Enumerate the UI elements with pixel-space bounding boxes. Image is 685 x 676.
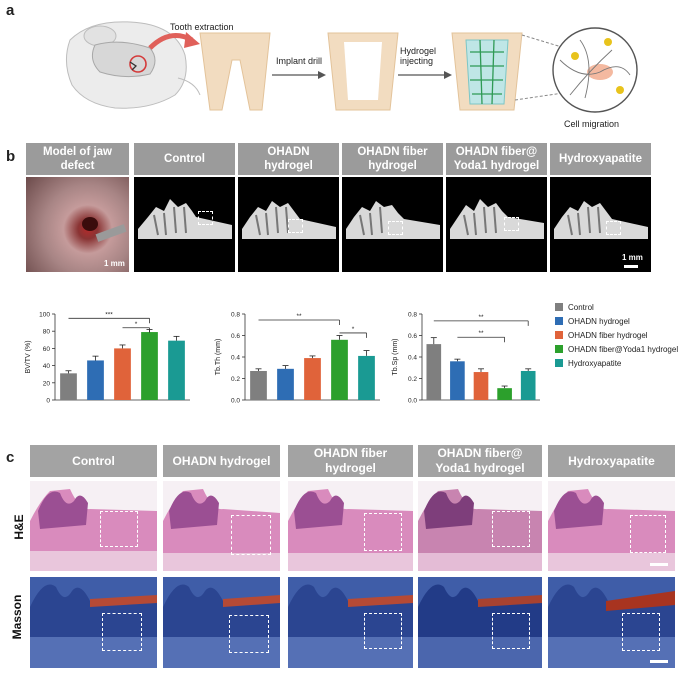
bar [168, 340, 185, 400]
y-axis-label: Tb.Th (mm) [215, 339, 222, 376]
bar [497, 388, 512, 400]
y-axis-label: BV/TV (%) [25, 340, 32, 373]
legend-label: Hydroxyapatite [568, 358, 622, 368]
significance-label: ** [478, 314, 484, 321]
masson-image-hydroxyapatite [548, 577, 675, 668]
hist-header-ohadn-hydrogel: OHADN hydrogel [163, 445, 280, 477]
bar [114, 348, 131, 400]
panel-label-b: b [6, 148, 16, 165]
legend-item: OHADN fiber@Yoda1 hydrogel [555, 342, 678, 356]
bar [331, 339, 348, 400]
legend-label: Control [568, 302, 594, 312]
hist-header-ohadn-fiber-yoda1: OHADN fiber@ Yoda1 hydrogel [418, 445, 542, 477]
y-tick-label: 0.0 [408, 398, 417, 405]
y-tick-label: 0.2 [231, 376, 240, 383]
significance-label: *** [105, 311, 113, 318]
legend-item: Control [555, 300, 678, 314]
hist-header-hydroxyapatite: Hydroxyapatite [548, 445, 675, 477]
hist-header-control: Control [30, 445, 157, 477]
cell-migration-illustration [552, 27, 638, 113]
bar [473, 372, 489, 400]
label-implant-drill: Implant drill [276, 56, 323, 66]
jaw-defect-photo: 1 mm [26, 177, 129, 272]
label-tooth-extraction: Tooth extraction [170, 22, 234, 32]
hist-header-ohadn-fiber: OHADN fiber hydrogel [288, 445, 413, 477]
he-image-ohadn-hydrogel [163, 481, 280, 571]
y-tick-label: 0.4 [231, 355, 240, 362]
bar [304, 358, 321, 400]
label-hydrogel-injecting: Hydrogel injecting [400, 46, 437, 66]
panel-label-c: c [6, 449, 15, 466]
panel-label-a: a [6, 2, 15, 19]
y-tick-label: 0.6 [408, 333, 417, 340]
masson-image-ohadn-fiber-yoda1 [418, 577, 542, 668]
bar [277, 368, 294, 400]
y-tick-label: 0.8 [408, 312, 417, 319]
ct-image-hydroxyapatite: 1 mm [550, 177, 651, 272]
bar [426, 344, 442, 400]
bar [141, 332, 158, 400]
header-ohadn-hydrogel: OHADN hydrogel [238, 143, 339, 175]
y-tick-label: 60 [43, 346, 51, 353]
bar [60, 373, 77, 400]
significance-label: ** [478, 330, 484, 337]
scale-bar [624, 265, 638, 268]
ct-image-ohadn-hydrogel [238, 177, 339, 272]
scale-bar [650, 660, 668, 663]
header-ohadn-fiber: OHADN fiber hydrogel [342, 143, 443, 175]
he-image-ohadn-fiber-yoda1 [418, 481, 542, 571]
legend-label: OHADN hydrogel [568, 316, 630, 326]
legend: Control OHADN hydrogel OHADN fiber hydro… [555, 300, 678, 370]
tooth-socket-1 [199, 32, 271, 111]
he-image-hydroxyapatite [548, 481, 675, 571]
masson-image-ohadn-fiber [288, 577, 413, 668]
tooth-socket-hydrogel [451, 32, 523, 111]
bar [87, 360, 104, 400]
y-tick-label: 0.6 [231, 333, 240, 340]
y-tick-label: 0 [46, 398, 50, 405]
significance-label: * [352, 326, 355, 333]
legend-item: Hydroxyapatite [555, 356, 678, 370]
y-tick-label: 40 [43, 363, 51, 370]
ct-image-control [134, 177, 235, 272]
bar [358, 355, 375, 400]
bar [520, 370, 536, 400]
surgery-schematic [66, 21, 638, 113]
y-tick-label: 20 [43, 380, 51, 387]
label-cell-migration: Cell migration [564, 119, 620, 129]
scale-label-photo: 1 mm [104, 259, 125, 268]
legend-item: OHADN fiber hydrogel [555, 328, 678, 342]
bar [450, 361, 465, 400]
legend-item: OHADN hydrogel [555, 314, 678, 328]
y-tick-label: 0.8 [231, 312, 240, 319]
header-model-jaw-defect: Model of jaw defect [26, 143, 129, 175]
ct-image-ohadn-fiber [342, 177, 443, 272]
scale-label-ct: 1 mm [622, 253, 643, 262]
row-label-masson: Masson [10, 594, 24, 640]
y-tick-label: 80 [43, 329, 51, 336]
header-control: Control [134, 143, 235, 175]
masson-image-ohadn-hydrogel [163, 577, 280, 668]
y-tick-label: 100 [39, 312, 50, 319]
y-tick-label: 0.0 [231, 398, 240, 405]
legend-label: OHADN fiber@Yoda1 hydrogel [568, 344, 679, 354]
significance-label: ** [296, 313, 302, 320]
scale-bar [650, 563, 668, 566]
he-image-ohadn-fiber [288, 481, 413, 571]
significance-label: * [135, 321, 138, 328]
bar [250, 370, 267, 400]
header-ohadn-fiber-yoda1: OHADN fiber@ Yoda1 hydrogel [446, 143, 547, 175]
ct-image-ohadn-fiber-yoda1 [446, 177, 547, 272]
masson-image-control [30, 577, 157, 668]
y-tick-label: 0.4 [408, 355, 417, 362]
tooth-socket-2 [327, 32, 399, 111]
y-axis-label: Tb.Sp (mm) [392, 339, 399, 376]
header-hydroxyapatite: Hydroxyapatite [550, 143, 651, 175]
row-label-he: H&E [12, 514, 26, 540]
legend-label: OHADN fiber hydrogel [568, 330, 648, 340]
y-tick-label: 0.2 [408, 376, 417, 383]
he-image-control [30, 481, 157, 571]
